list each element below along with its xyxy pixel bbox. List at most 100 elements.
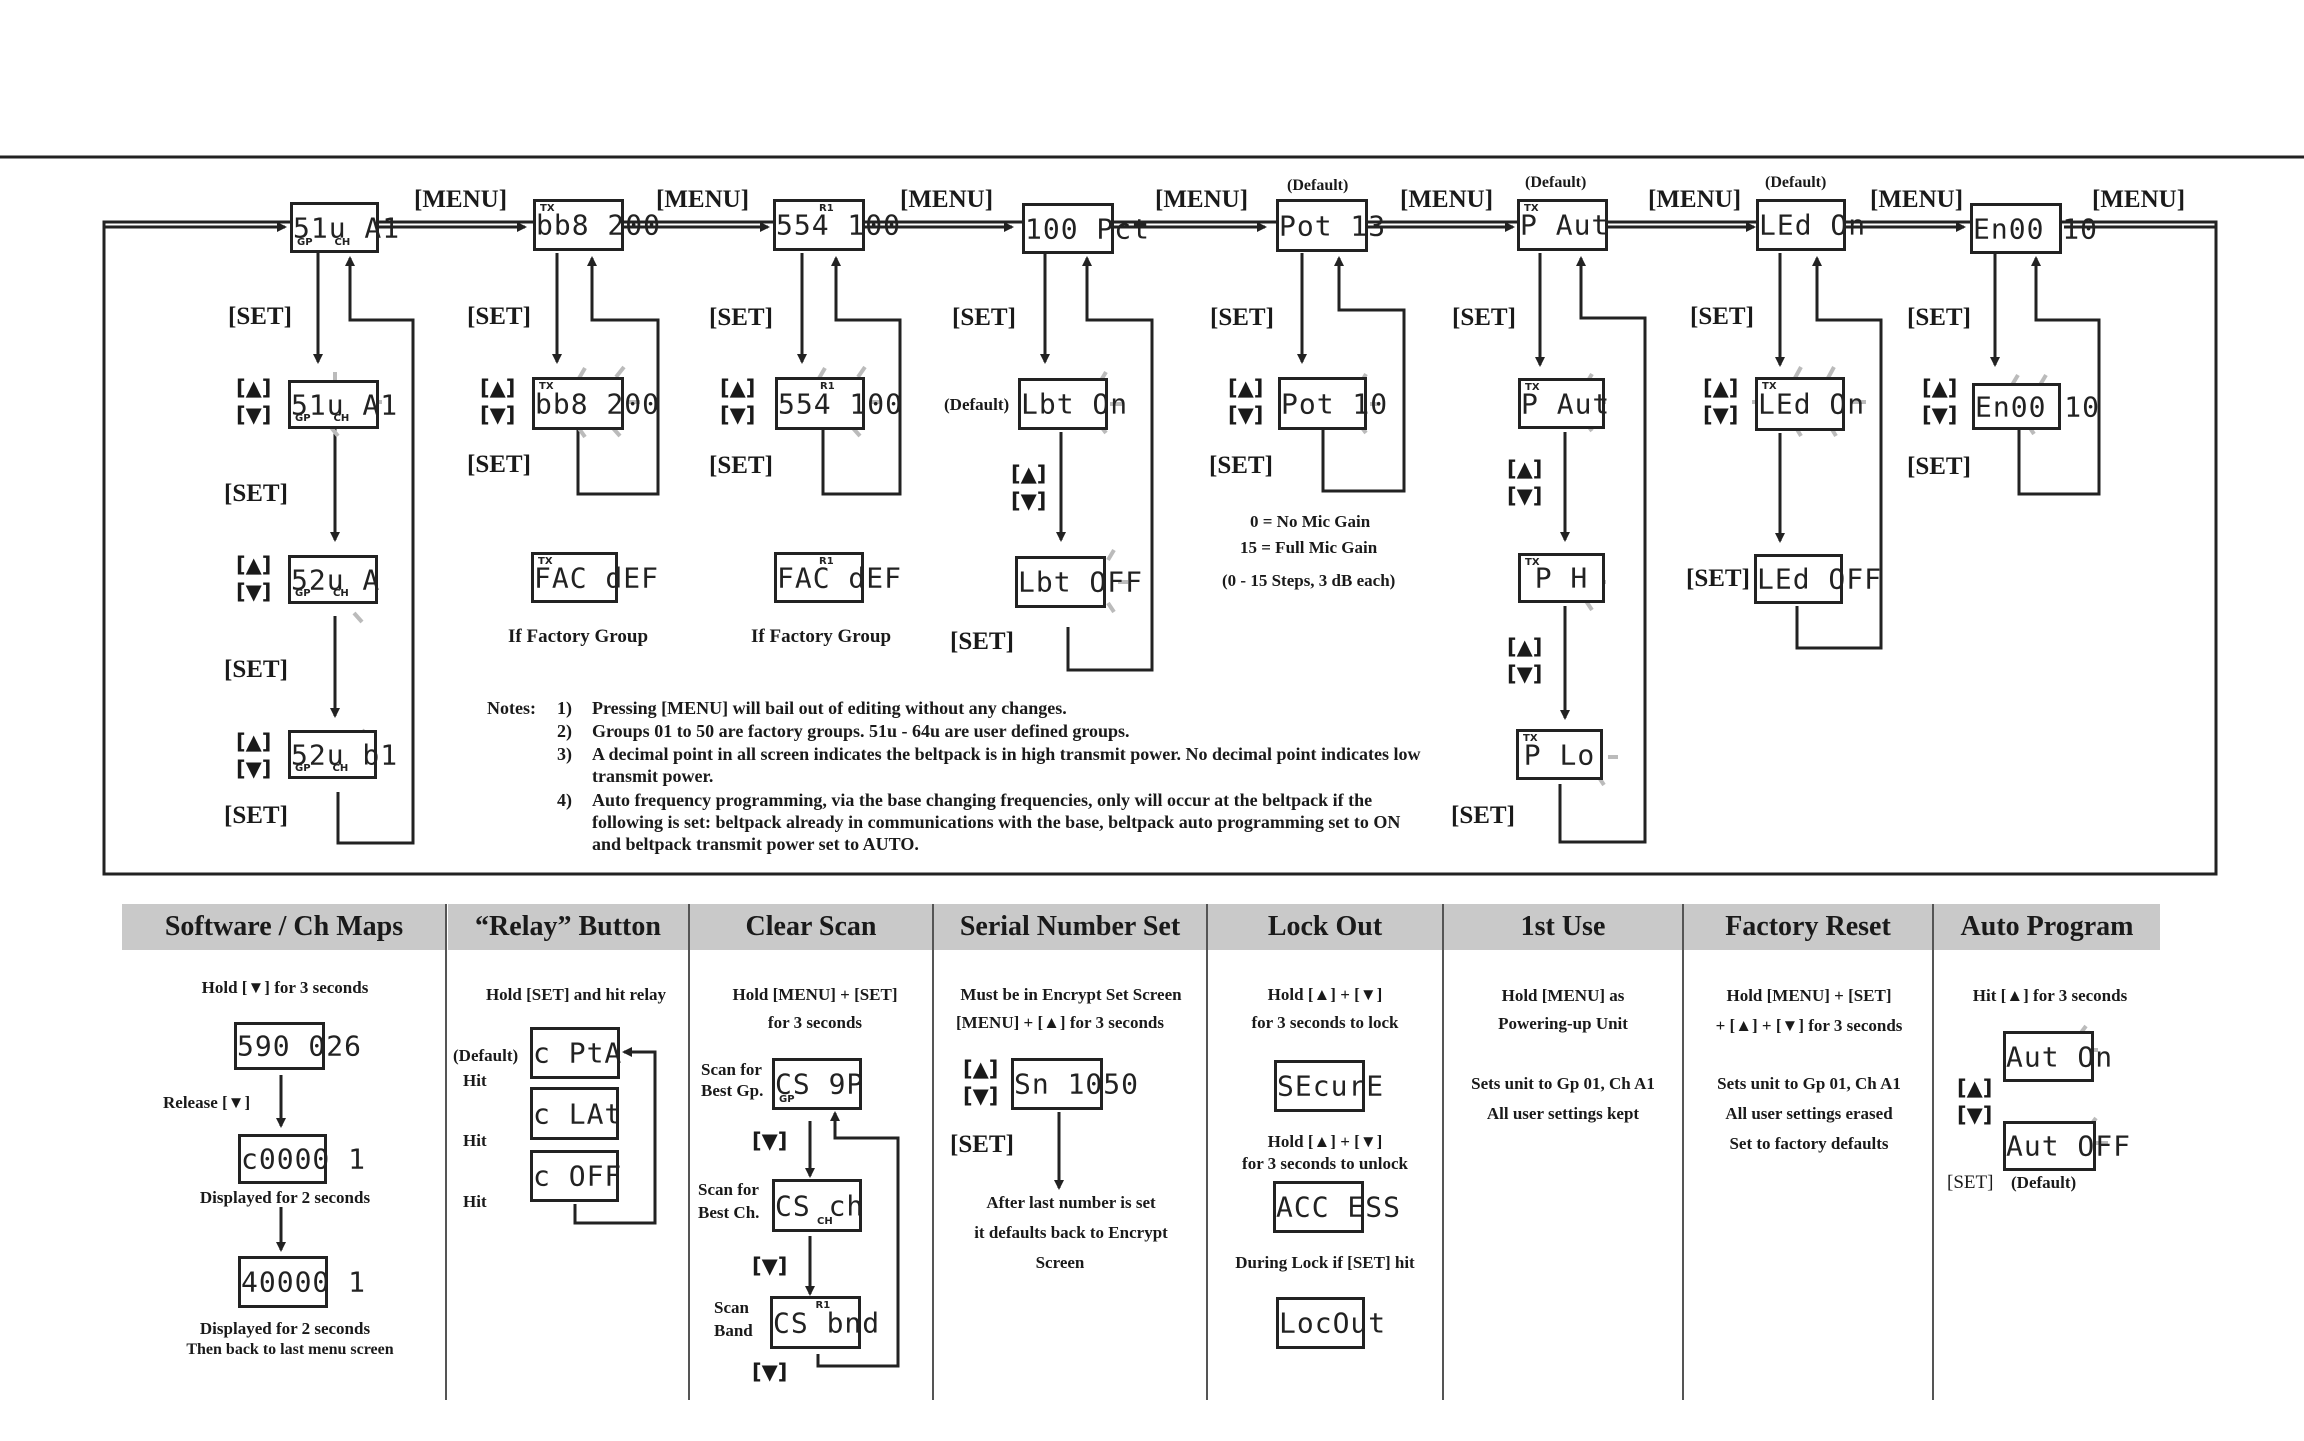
section-header-auto-program: Auto Program [1934,904,2160,950]
set-label: [SET] [1907,304,1971,331]
lcd-text: En00 10 [1973,212,2099,245]
lcd-screen-percent: 100 Pct [1022,203,1149,254]
scan-band-label: Scan [714,1298,749,1317]
lcd-text: Aut On [2006,1040,2114,1073]
up-down-icon: [▲] [▼] [1228,376,1264,427]
set-label: [SET] [952,304,1016,331]
lcd-tag: CH [817,1216,833,1227]
lcd-screen-tx-frequency: TX bb8 200 [533,199,660,251]
lcd-tag: GP [779,1094,795,1105]
lcd-text: c LAt [533,1097,623,1130]
default-label: (Default) [1765,174,1827,191]
set-label: [SET] [467,303,531,330]
lcd-tag: CH [333,413,350,424]
up-down-icon: [▲] [▼] [1957,1076,1993,1127]
lcd-screen-lbt-on: Lbt On [1018,378,1127,430]
lcd-tag: R1 [820,381,835,392]
software-back-text: Then back to last menu screen [186,1341,394,1358]
lcd-text: P Aut [1521,387,1611,420]
menu-label: [MENU] [2092,186,2186,213]
set-label: [SET] [950,1131,1014,1158]
lcd-text: CS ch [775,1189,865,1222]
lcd-tag: GP [295,588,311,599]
lcd-screen-power-low: TX P Lo [1516,729,1603,780]
lcd-screen-secure: SEcurE [1274,1060,1383,1112]
lcd-text: FAC dEF [777,561,903,594]
lcd-screen-edit-rx-frequency: R1 554 100 [775,377,904,430]
factory-reset-text: Hold [MENU] + [SET] [1726,986,1892,1005]
up-down-icon: [▲] [▼] [1703,376,1739,427]
lcd-screen-serial-number: Sn 1050 [1011,1058,1138,1110]
lcd-screen-relay-pta: c PtA [530,1027,621,1079]
up-down-icon: [▲] [▼] [720,376,756,427]
set-label: [SET] [228,303,292,330]
factory-reset-text: All user settings erased [1725,1104,1893,1123]
relay-default-label: (Default) [453,1046,519,1065]
lockout-hold-text: Hold [▲] + [▼] [1267,1132,1383,1151]
lcd-tag: TX [539,381,554,392]
lcd-text: Pot 10 [1281,387,1389,420]
clear-scan-hold-text: Hold [MENU] + [SET] [732,985,898,1004]
lcd-screen-led: LEd On [1756,199,1867,251]
first-use-text: Sets unit to Gp 01, Ch A1 [1471,1074,1655,1093]
section-header-clear-scan: Clear Scan [690,904,932,950]
lockout-hold-text: Hold [▲] + [▼] [1267,985,1383,1004]
scan-gp-label: Scan for [701,1060,762,1079]
first-use-text: Hold [MENU] as [1501,986,1625,1005]
lcd-text: 554 100 [778,387,904,420]
up-down-icon: [▲] [▼] [1922,376,1958,427]
lcd-screen-lbt-off: Lbt OFF [1015,556,1142,608]
lcd-text: P H [1534,561,1589,595]
lcd-tag: R1 [819,556,834,567]
note-number: 3) [557,744,572,764]
lcd-text: 590 026 [237,1029,363,1063]
note-number: 2) [557,721,572,741]
lcd-text: CS bnd [773,1306,881,1339]
software-displayed-text: Displayed for 2 seconds [199,1188,371,1207]
lcd-screen-factory-default-rx: R1 FAC dEF [774,552,903,603]
lcd-text: bb8 200 [535,387,661,420]
section-header-lockout: Lock Out [1208,904,1442,950]
first-use-text: All user settings kept [1486,1104,1640,1123]
first-use-text: Powering-up Unit [1498,1014,1628,1033]
lcd-tag: R1 [819,203,834,214]
lcd-screen-edit-led: TX LEd On [1755,377,1864,431]
lockout-unlock-text: for 3 seconds to unlock [1242,1154,1408,1173]
lcd-text: LEd On [1759,208,1867,242]
set-label: [SET] [224,656,288,683]
lcd-screen-edit-encrypt: En00 10 [1972,383,2101,430]
lcd-screen-auto-off: Aut OFF [2003,1121,2132,1171]
mic-gain-note: (0 - 15 Steps, 3 dB each) [1222,571,1396,590]
up-down-icon: [▲] [▼] [1011,462,1047,513]
lcd-screen-factory-default-tx: TX FAC dEF [531,552,658,603]
relay-hit-label: Hit [463,1131,487,1150]
section-divider [1682,904,1684,1400]
lcd-text: 554 100 [776,208,902,242]
factory-reset-text: Sets unit to Gp 01, Ch A1 [1717,1074,1901,1093]
lcd-text: Pot 13 [1279,209,1387,242]
lcd-text: En00 10 [1975,390,2101,423]
lcd-text: Aut OFF [2006,1129,2132,1163]
lcd-screen-led-off: LEd OFF [1754,554,1881,604]
lcd-screen-lockout: LocOut [1276,1297,1385,1349]
serial-instruction: [MENU] + [▲] for 3 seconds [956,1013,1164,1032]
software-release-text: Release [▼] [163,1093,251,1112]
section-header-first-use: 1st Use [1444,904,1682,950]
lcd-tag: TX [538,556,553,567]
relay-hit-label: Hit [463,1192,487,1211]
up-down-icon: [▲] [▼] [963,1057,999,1108]
section-header-factory-reset: Factory Reset [1684,904,1932,950]
lcd-text: CS 9P [775,1067,865,1101]
factory-group-label: If Factory Group [508,626,649,647]
menu-label: [MENU] [1400,186,1494,213]
auto-program-hit-text: Hit [▲] for 3 seconds [1972,986,2128,1005]
serial-after-text: Screen [1035,1253,1085,1272]
lcd-screen-rx-frequency: R1 554 100 [773,199,902,251]
lcd-screen-channel-map-1: c0000 1 [238,1134,365,1184]
lcd-screen-scan-band: R1 CS bnd [770,1296,881,1349]
section-divider [1206,904,1208,1400]
